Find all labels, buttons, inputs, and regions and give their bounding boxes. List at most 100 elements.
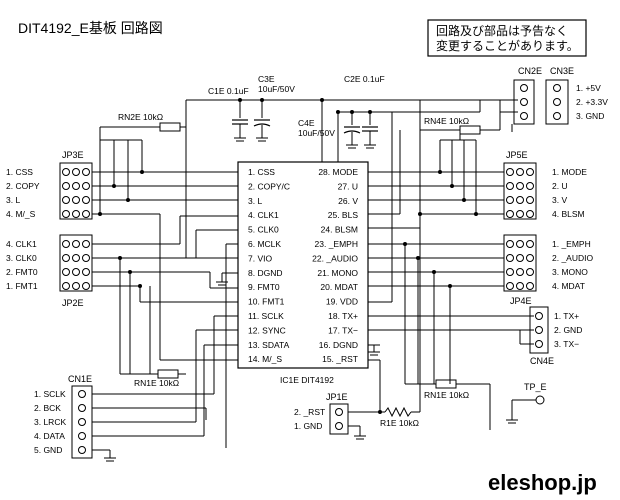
jp4e-pin bbox=[526, 254, 534, 262]
jp3e-pin-label: 4. M/_S bbox=[6, 209, 36, 219]
cn3e-label: CN3E bbox=[550, 66, 574, 76]
jp3e-pin bbox=[72, 196, 80, 204]
jp2e-pin bbox=[72, 254, 80, 262]
jp3e-header bbox=[59, 162, 93, 220]
jp5e-header bbox=[503, 162, 537, 220]
cn1e-connector bbox=[71, 385, 93, 459]
jp3e-pin bbox=[62, 196, 70, 204]
diagram-title: DIT4192_E基板 回路図 bbox=[18, 20, 163, 36]
ic-left-pin-label: 6. MCLK bbox=[248, 239, 281, 249]
jp4e-pin-label: 1. _EMPH bbox=[552, 239, 591, 249]
jp3e-label: JP3E bbox=[62, 150, 84, 160]
jp5e-pin bbox=[526, 210, 534, 218]
cn3e-pin bbox=[553, 84, 561, 92]
jp2e-pin-label: 3. CLK0 bbox=[6, 253, 37, 263]
ic-right-pin-label: 15. _RST bbox=[322, 354, 358, 364]
cn1e-pin bbox=[78, 404, 86, 412]
jp1e-pin-labels: 2. _RST 1. GND bbox=[294, 407, 325, 431]
cn1e-pin-label: 5. GND bbox=[34, 445, 62, 455]
c2e-label: C2E 0.1uF bbox=[344, 74, 385, 84]
jp2e-pin-label: 4. CLK1 bbox=[6, 239, 37, 249]
capacitor-c3e bbox=[253, 119, 271, 142]
rn1e-right-label: RN1E 10kΩ bbox=[424, 390, 469, 400]
ic-left-pin-label: 10. FMT1 bbox=[248, 297, 285, 307]
jp4e-pin bbox=[506, 268, 514, 276]
ic-right-pin-label: 24. BLSM bbox=[321, 225, 358, 235]
resistor-rn1e-right bbox=[405, 379, 472, 389]
rn1e-left-label: RN1E 10kΩ bbox=[134, 378, 179, 388]
jp4e-pin-label: 4. MDAT bbox=[552, 281, 585, 291]
jp3e-pin bbox=[82, 196, 90, 204]
ic-right-pin-label: 25. BLS bbox=[328, 210, 359, 220]
jp1e-pin-label: 2. _RST bbox=[294, 407, 325, 417]
cn2e-pin bbox=[520, 84, 528, 92]
jp4e-pin bbox=[516, 282, 524, 290]
cn4e-pin bbox=[535, 326, 543, 334]
cn3e-pin bbox=[553, 98, 561, 106]
c1e-label: C1E 0.1uF bbox=[208, 86, 249, 96]
jp4e-pin bbox=[506, 240, 514, 248]
jp5e-pin-label: 2. U bbox=[552, 181, 568, 191]
jp1e-jumper bbox=[329, 403, 349, 435]
rn2e-label: RN2E 10kΩ bbox=[118, 112, 163, 122]
test-point-tp-e bbox=[506, 395, 545, 424]
jp4e-header bbox=[503, 234, 537, 292]
jp2e-pin bbox=[62, 282, 70, 290]
jp5e-pin bbox=[516, 182, 524, 190]
cn1e-pin-label: 4. DATA bbox=[34, 431, 65, 441]
jp4e-pin bbox=[516, 254, 524, 262]
cn3e-pin-label: 3. GND bbox=[576, 111, 604, 121]
jp2e-pin bbox=[82, 240, 90, 248]
notice-line-2: 変更することがあります。 bbox=[436, 38, 579, 53]
brand-logo: eleshop.jp bbox=[488, 470, 597, 495]
jp5e-pin-labels: 1. MODE 2. U 3. V 4. BLSM bbox=[552, 167, 587, 219]
ic-left-pin-label: 2. COPY/C bbox=[248, 181, 290, 191]
jp2e-pin-label: 2. FMT0 bbox=[6, 267, 38, 277]
jp2e-pin bbox=[82, 268, 90, 276]
jp5e-pin-label: 3. V bbox=[552, 195, 567, 205]
jp2e-pin bbox=[72, 240, 80, 248]
cn1e-pin bbox=[78, 432, 86, 440]
ic-right-pin-label: 19. VDD bbox=[326, 297, 358, 307]
jp5e-pin bbox=[526, 196, 534, 204]
ic-right-pin-label: 16. DGND bbox=[319, 340, 358, 350]
jp1e-pin-label: 1. GND bbox=[294, 421, 322, 431]
ic-left-pin-label: 13. SDATA bbox=[248, 340, 290, 350]
jp2e-pin bbox=[62, 254, 70, 262]
cn4e-pin bbox=[535, 312, 543, 320]
ic-left-pin-label: 9. FMT0 bbox=[248, 282, 280, 292]
jp2e-pin bbox=[82, 282, 90, 290]
cn2e-label: CN2E bbox=[518, 66, 542, 76]
ic-left-pin-label: 4. CLK1 bbox=[248, 210, 279, 220]
cn4e-pin-label: 1. TX+ bbox=[554, 311, 579, 321]
jp5e-pin-label: 1. MODE bbox=[552, 167, 587, 177]
jp4e-pin bbox=[506, 282, 514, 290]
jp5e-pin-label: 4. BLSM bbox=[552, 209, 585, 219]
jp1e-pin bbox=[335, 422, 343, 430]
ic-left-pin-label: 7. VIO bbox=[248, 253, 272, 263]
jp5e-pin bbox=[516, 210, 524, 218]
jp4e-pin bbox=[526, 282, 534, 290]
ic-body bbox=[237, 161, 369, 369]
ic-left-pin-label: 1. CSS bbox=[248, 167, 275, 177]
jp5e-pin bbox=[526, 182, 534, 190]
capacitor-c2e bbox=[362, 126, 378, 149]
jp2e-pin bbox=[72, 268, 80, 276]
jp4e-pin bbox=[516, 268, 524, 276]
resistor-rn2e bbox=[99, 122, 186, 140]
cn1e-pin-label: 3. LRCK bbox=[34, 417, 66, 427]
jp5e-pin bbox=[526, 168, 534, 176]
cn1e-pin bbox=[78, 446, 86, 454]
ic-right-pin-label: 17. TX− bbox=[328, 325, 358, 335]
jp5e-pin bbox=[516, 168, 524, 176]
power-rails bbox=[185, 98, 500, 162]
ic-right-pin-label: 18. TX+ bbox=[328, 311, 358, 321]
c4e-value: 10uF/50V bbox=[298, 128, 335, 138]
jp2e-pin-label: 1. FMT1 bbox=[6, 281, 38, 291]
jp2e-pin bbox=[72, 282, 80, 290]
jp4e-pin bbox=[506, 254, 514, 262]
ic-right-pin-label: 23. _EMPH bbox=[315, 239, 358, 249]
jp4e-label: JP4E bbox=[510, 296, 532, 306]
cn1e-pin bbox=[78, 390, 86, 398]
